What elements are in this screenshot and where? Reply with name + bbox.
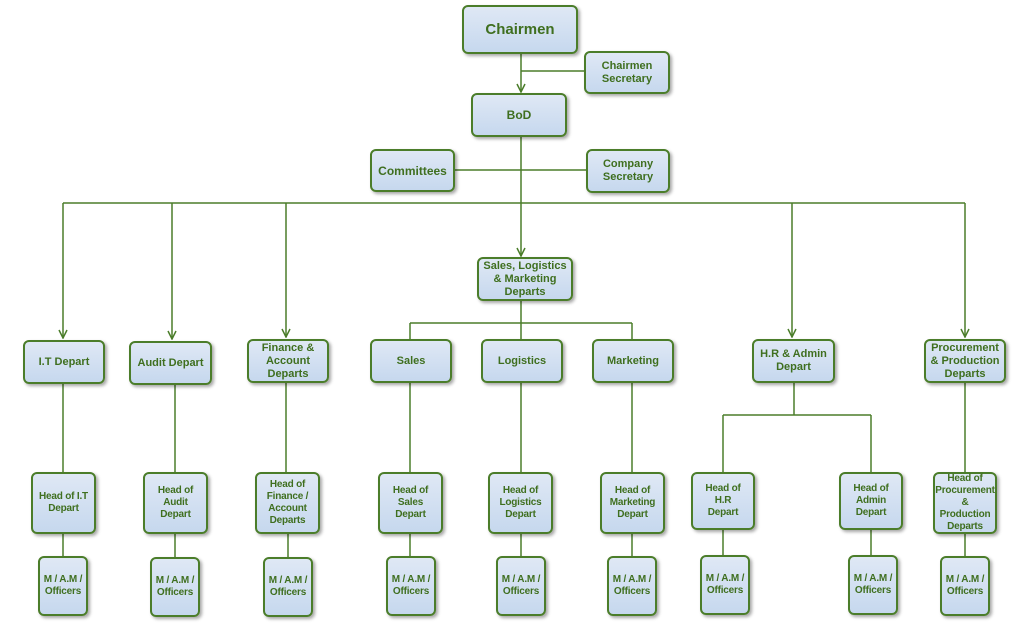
node-officers-procurement: M / A.M / Officers xyxy=(940,556,990,616)
node-head-procurement: Head of Procurement & Production Departs xyxy=(933,472,997,534)
node-head-it: Head of I.T Depart xyxy=(31,472,96,534)
node-officers-finance: M / A.M / Officers xyxy=(263,557,313,617)
node-sales: Sales xyxy=(370,339,452,383)
node-head-finance: Head of Finance / Account Departs xyxy=(255,472,320,534)
node-chairmen-secretary: Chairmen Secretary xyxy=(584,51,670,94)
node-head-marketing: Head of Marketing Depart xyxy=(600,472,665,534)
node-company-secretary: Company Secretary xyxy=(586,149,670,193)
node-chairmen: Chairmen xyxy=(462,5,578,54)
node-head-hr: Head of H.R Depart xyxy=(691,472,755,530)
node-hr-admin-depart: H.R & Admin Depart xyxy=(752,339,835,383)
node-bod: BoD xyxy=(471,93,567,137)
node-committees: Committees xyxy=(370,149,455,192)
node-procurement-production-departs: Procurement & Production Departs xyxy=(924,339,1006,383)
node-officers-sales: M / A.M / Officers xyxy=(386,556,436,616)
node-officers-audit: M / A.M / Officers xyxy=(150,557,200,617)
node-officers-hr: M / A.M / Officers xyxy=(700,555,750,615)
node-officers-logistics: M / A.M / Officers xyxy=(496,556,546,616)
node-logistics: Logistics xyxy=(481,339,563,383)
node-marketing: Marketing xyxy=(592,339,674,383)
node-head-logistics: Head of Logistics Depart xyxy=(488,472,553,534)
node-head-sales: Head of Sales Depart xyxy=(378,472,443,534)
node-officers-it: M / A.M / Officers xyxy=(38,556,88,616)
node-sales-logistics-marketing: Sales, Logistics & Marketing Departs xyxy=(477,257,573,301)
node-officers-marketing: M / A.M / Officers xyxy=(607,556,657,616)
node-audit-depart: Audit Depart xyxy=(129,341,212,385)
node-finance-account-departs: Finance & Account Departs xyxy=(247,339,329,383)
node-officers-admin: M / A.M / Officers xyxy=(848,555,898,615)
node-head-audit: Head of Audit Depart xyxy=(143,472,208,534)
node-it-depart: I.T Depart xyxy=(23,340,105,384)
node-head-admin: Head of Admin Depart xyxy=(839,472,903,530)
